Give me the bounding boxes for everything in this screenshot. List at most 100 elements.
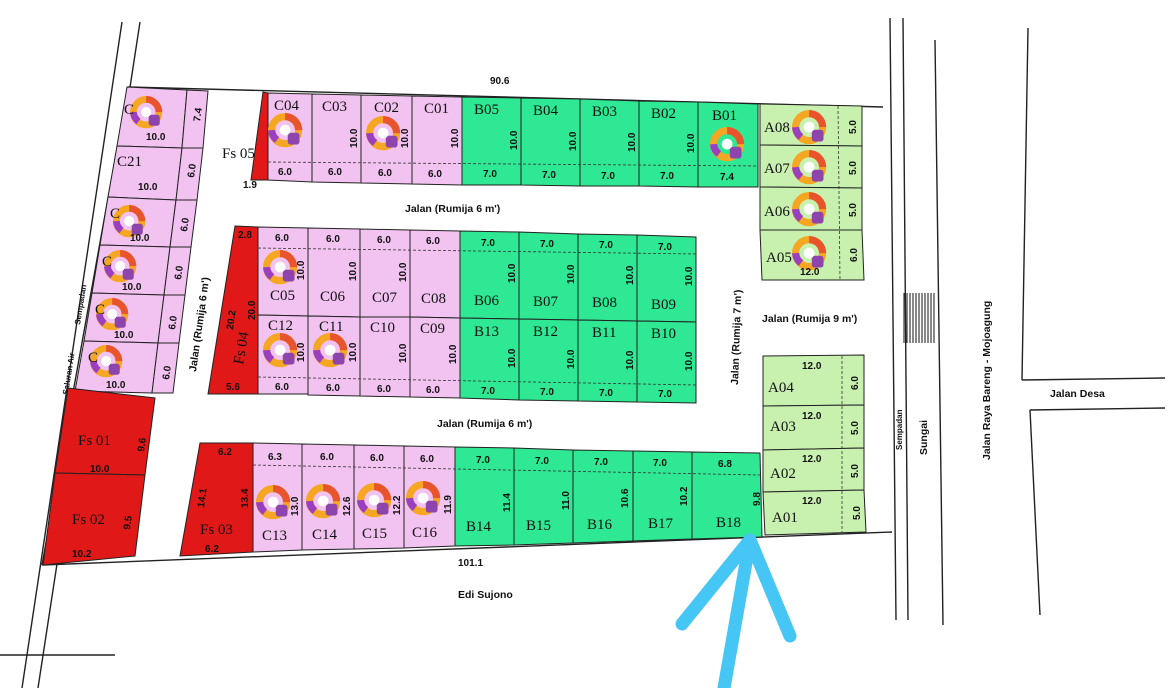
c03-depth-dim: 10.0	[349, 128, 360, 148]
c06-depth-dim: 10.0	[348, 261, 359, 281]
lot-b01-label: B01	[712, 108, 737, 124]
c06-top-dim: 6.0	[326, 234, 340, 245]
lot-c12-label: C12	[268, 318, 293, 334]
left3-width-dim: 10.0	[114, 330, 134, 341]
left4-side-dim: 6.0	[161, 365, 174, 381]
lot-b02-label: B02	[651, 106, 676, 122]
lot-c11-label: C11	[319, 319, 343, 335]
fs01-bottom-dim: 10.0	[90, 464, 110, 475]
a06-depth-dim: 5.0	[848, 203, 859, 217]
lot-b08-label: B08	[592, 295, 617, 311]
c07-top-dim: 6.0	[377, 235, 391, 246]
bridge	[903, 293, 935, 343]
right-lines	[889, 17, 1166, 626]
pointer-arrow-icon	[675, 533, 797, 688]
b15-depth-dim: 11.0	[561, 491, 572, 510]
lot-c05-label: C05	[270, 288, 295, 304]
fs03-side1-dim: 14.1	[196, 487, 210, 508]
left1-width-dim: 10.0	[130, 233, 150, 244]
road-top-label: Jalan (Rumija 6 m')	[405, 203, 500, 215]
a02-width-dim: 12.0	[802, 454, 822, 465]
lot-a03-label: A03	[770, 419, 796, 435]
left4-width-dim: 10.0	[106, 380, 126, 391]
b16-depth-dim: 10.6	[620, 488, 631, 508]
c21-width-dim: 10.0	[138, 182, 158, 193]
bottom-total-dim: 101.1	[458, 558, 483, 569]
a02-depth-dim: 5.0	[850, 464, 861, 478]
road-right7-label: Jalan (Rumija 7 m')	[729, 289, 744, 385]
b02-width-dim: 7.0	[660, 171, 674, 182]
b09-depth-dim: 10.0	[684, 266, 695, 286]
labels-bottom: Fs 01 10.0 9.6 Fs 02 10.2 9.5 Fs 03 6.2 …	[72, 433, 763, 560]
b06-top-dim: 7.0	[481, 238, 495, 249]
lot-fs03-label: Fs 03	[200, 522, 233, 538]
fs03-bottom-dim: 6.2	[205, 544, 219, 555]
fs04-side1-dim: 20.2	[225, 309, 239, 330]
lot-c07-label: C07	[372, 290, 398, 306]
b04-width-dim: 7.0	[542, 170, 556, 181]
labels-middle: Fs 04 C05 C06 C07 C08 B06 B07 B08 B09 C1…	[231, 288, 676, 366]
c14-width-dim: 6.0	[320, 452, 334, 463]
c09-depth-dim: 10.0	[448, 344, 459, 364]
lot-c09-label: C09	[420, 321, 445, 337]
b14-depth-dim: 11.4	[502, 493, 513, 512]
b14-width-dim: 7.0	[476, 455, 490, 466]
a08-depth-dim: 5.0	[848, 120, 859, 134]
b16-width-dim: 7.0	[594, 457, 608, 468]
lot-fs05[interactable]	[250, 91, 269, 181]
lot-b18-label: B18	[716, 515, 741, 531]
b11-bot-dim: 7.0	[599, 388, 613, 399]
lot-b15-label: B15	[526, 518, 551, 534]
dims-middle: 2.8 20.2 20.0 5.6 6.0 6.0 6.0 6.0 10.0 1…	[225, 230, 695, 400]
lot-b05-label: B05	[474, 102, 499, 118]
c20-side-dim: 7.4	[192, 107, 205, 123]
b07-depth-dim: 10.0	[566, 264, 577, 284]
lot-b11-label: B11	[592, 325, 616, 341]
lot-c02-label: C02	[374, 100, 399, 116]
c01-depth-dim: 10.0	[450, 128, 461, 148]
a07-depth-dim: 5.0	[848, 161, 859, 175]
labels-a: A08 A07 A06 A05 12.0 5.0 5.0 5.0 6.0 A04…	[764, 120, 863, 526]
c21-side-dim: 6.0	[186, 163, 199, 179]
c14-depth-dim: 12.6	[342, 496, 353, 516]
lot-a01-label: A01	[772, 510, 798, 526]
c15-depth-dim: 12.2	[392, 495, 403, 515]
b13-bot-dim: 7.0	[481, 386, 495, 397]
lot-c01-label: C01	[424, 101, 449, 117]
c05-depth-dim: 10.0	[296, 260, 307, 280]
a04-width-dim: 12.0	[802, 361, 822, 372]
a03-width-dim: 12.0	[802, 411, 822, 422]
lot-c-left-4-label: C	[88, 350, 98, 366]
lot-c-left-3-label: C	[95, 302, 105, 318]
b11-depth-dim: 10.0	[625, 350, 636, 370]
lot-fs01-label: Fs 01	[78, 433, 111, 449]
c05-top-dim: 6.0	[275, 233, 289, 244]
lot-a01[interactable]	[762, 489, 867, 536]
lot-b14-label: B14	[466, 519, 492, 535]
b01-width-dim: 7.4	[720, 172, 734, 183]
b13-depth-dim: 10.0	[507, 348, 518, 368]
fs04-bottom-dim: 5.6	[226, 382, 240, 393]
top-row-dash-lines	[267, 161, 759, 167]
b08-depth-dim: 10.0	[625, 265, 636, 285]
lot-fs01[interactable]	[54, 387, 156, 476]
b17-depth-dim: 10.2	[679, 486, 690, 506]
left2-side-dim: 6.0	[173, 265, 186, 281]
lot-fs02[interactable]	[42, 472, 146, 566]
c03-width-dim: 6.0	[328, 167, 342, 178]
block-bottom-row	[179, 442, 763, 557]
block-a-bottom	[762, 354, 867, 536]
block-a-top-dash	[837, 105, 841, 281]
b18-depth-dim: 9.8	[752, 492, 763, 506]
lot-b17-label: B17	[648, 516, 674, 532]
road-bottom-label: Jalan (Rumija 6 m')	[437, 418, 532, 430]
a05-depth-dim: 6.0	[849, 248, 860, 262]
lot-a07-label: A07	[764, 161, 790, 177]
lot-b16-label: B16	[587, 517, 613, 533]
lot-c20-label: C	[124, 102, 134, 118]
lot-c10-label: C10	[370, 320, 395, 336]
road-left-label: Jalan (Rumija 6 m')	[187, 276, 212, 372]
lot-c08-label: C08	[421, 291, 446, 307]
lot-b10[interactable]	[636, 320, 697, 404]
lot-c-left-1-label: C	[110, 206, 120, 222]
